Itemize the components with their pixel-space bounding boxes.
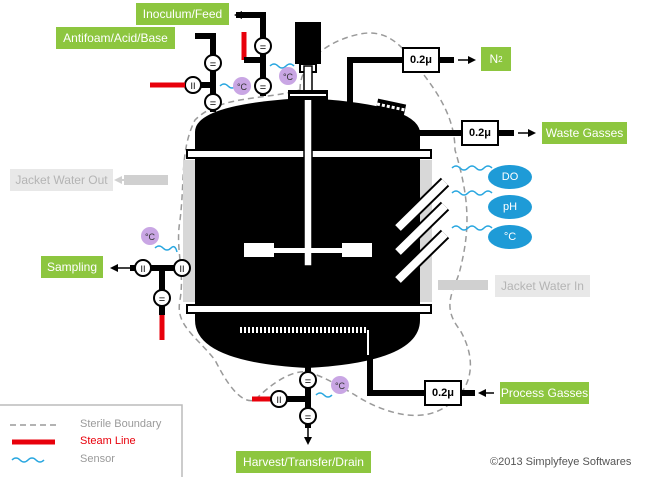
temp-sensor-wave — [451, 225, 493, 231]
motor — [295, 22, 321, 64]
label-jacket-water-out: Jacket Water Out — [10, 169, 113, 191]
svg-text:=: = — [210, 98, 216, 110]
label-waste-gasses: Waste Gasses — [542, 122, 627, 144]
sampling-sensor-wave — [154, 245, 178, 253]
svg-text:II: II — [179, 264, 184, 274]
temp-bubble-top-left — [233, 77, 251, 95]
n2-filter-label: 0.2μ — [409, 54, 433, 66]
agitator-shaft — [303, 65, 313, 267]
ph-sensor — [488, 195, 532, 219]
do-sensor — [488, 165, 532, 189]
svg-text:°C: °C — [335, 381, 346, 391]
n2-line — [347, 57, 403, 108]
label-harvest-transfer-drain: Harvest/Transfer/Drain — [236, 451, 371, 473]
bottom-flange — [186, 304, 432, 314]
copyright: ©2013 Simplyfeye Softwares — [490, 456, 632, 468]
svg-text:=: = — [305, 412, 311, 424]
sterile-boundary — [177, 32, 472, 417]
svg-text:=: = — [305, 376, 311, 388]
label-n2-sub: 2 — [498, 54, 503, 64]
label-n2-main: N — [489, 52, 499, 66]
legend-box — [0, 404, 183, 477]
do-sensor-wave — [451, 165, 493, 171]
process-line — [367, 355, 425, 396]
do-sensor-label: DO — [501, 171, 519, 183]
svg-text:°C: °C — [237, 82, 248, 92]
svg-text:=: = — [260, 82, 266, 94]
label-jacket-water-in: Jacket Water In — [495, 275, 590, 297]
legend-sensor-sample — [11, 457, 45, 463]
legend-sensor: Sensor — [80, 453, 115, 465]
legend-sterile-boundary: Sterile Boundary — [80, 418, 162, 430]
top-port — [375, 98, 407, 116]
label-inoculum-feed: Inoculum/Feed — [136, 3, 229, 25]
svg-text:=: = — [159, 294, 165, 306]
inoculum-sensor-wave — [269, 63, 295, 69]
temp-bubble-harvest — [331, 376, 349, 394]
svg-text:II: II — [190, 81, 195, 91]
ph-sensor-wave — [451, 190, 493, 196]
process-filter-label: 0.2μ — [431, 387, 455, 399]
impeller-blade-left — [244, 243, 274, 257]
ph-sensor-label: pH — [502, 201, 518, 213]
legend-steam-line: Steam Line — [80, 435, 136, 447]
label-sampling: Sampling — [41, 256, 103, 278]
temp-bubble-sampling — [141, 227, 159, 245]
temp-sensor-label: °C — [503, 231, 517, 243]
label-process-gasses: Process Gasses — [500, 382, 589, 404]
impeller-hub — [274, 248, 342, 253]
svg-text:°C: °C — [145, 232, 156, 242]
waste-filter-label: 0.2μ — [468, 127, 492, 139]
svg-text:°C: °C — [283, 72, 294, 82]
svg-text:II: II — [140, 264, 145, 274]
harvest-sensor-wave — [315, 392, 333, 398]
svg-text:II: II — [276, 395, 281, 405]
svg-text:=: = — [260, 42, 266, 54]
jacket-left — [183, 160, 197, 302]
svg-text:=: = — [210, 59, 216, 71]
label-antifoam-acid-base: Antifoam/Acid/Base — [56, 27, 175, 49]
impeller-blade-right — [342, 243, 372, 257]
temp-bubble-top-right — [279, 67, 297, 85]
temp-sensor — [488, 225, 532, 249]
